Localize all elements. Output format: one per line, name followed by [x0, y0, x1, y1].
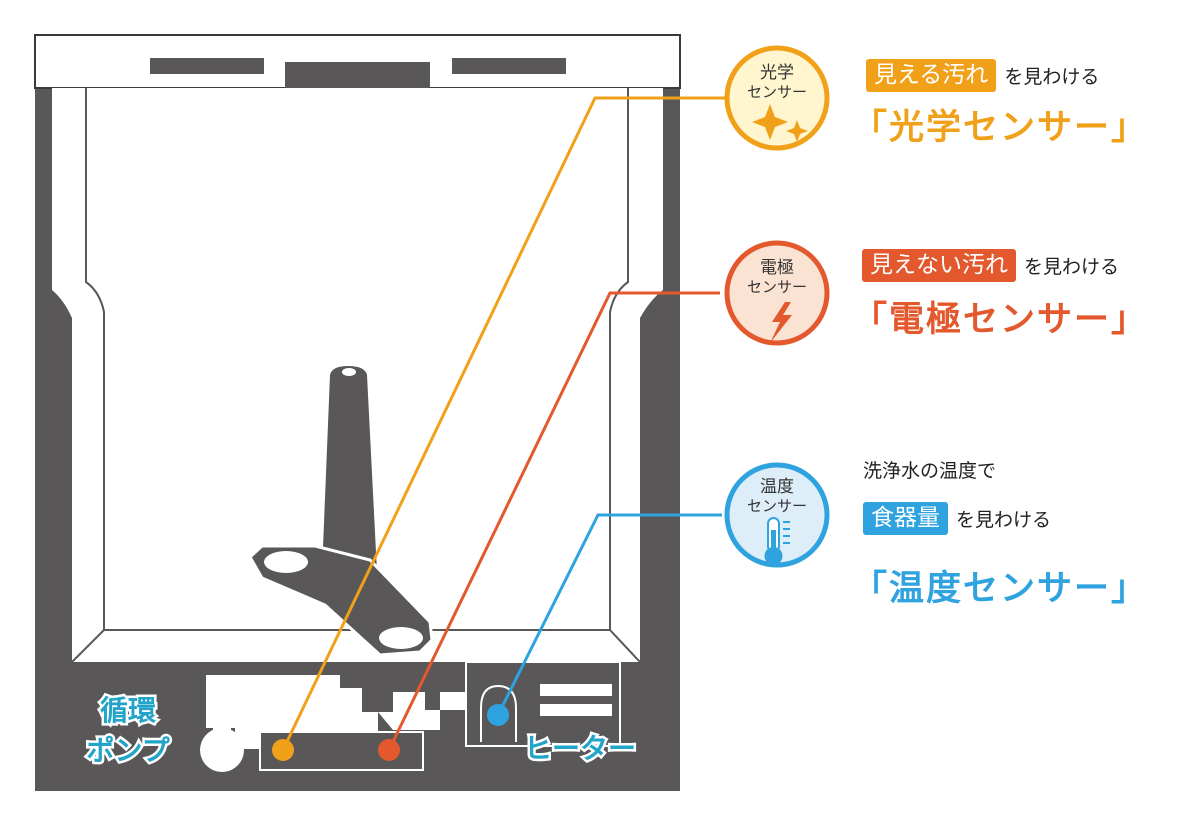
- sump-block: [440, 692, 470, 710]
- electrode-badge-line2: センサー: [747, 278, 807, 296]
- pump-outlet: [236, 737, 260, 749]
- thermal-tag-suffix: を見わける: [956, 509, 1052, 531]
- thermal-description: 食器量を見わける: [863, 502, 1051, 535]
- lid-slot-left: [150, 58, 264, 74]
- thermal-sensor-badge: [724, 462, 830, 568]
- circulation-pump: [200, 728, 244, 772]
- thermal-connector-line: [496, 513, 722, 716]
- heater-block-top: [540, 684, 612, 696]
- heater-block-bottom: [540, 704, 612, 716]
- circulation-pump-label-line1: 循環: [100, 694, 157, 727]
- lightning-icon: [770, 302, 792, 343]
- optical-connector-line: [281, 96, 728, 751]
- optical-tag-suffix: を見わける: [1004, 66, 1100, 88]
- electrode-sensor-title: 「電極センサー」: [852, 300, 1149, 340]
- thermal-tag: 食器量: [863, 502, 948, 535]
- heater-label: ヒーター: [524, 732, 636, 765]
- optical-tag: 見える汚れ: [866, 59, 997, 92]
- electrode-tag: 見えない汚れ: [862, 249, 1016, 282]
- sparkle-icon: [752, 104, 808, 142]
- optical-badge-line2: センサー: [747, 83, 807, 101]
- electrode-tag-suffix: を見わける: [1024, 256, 1120, 278]
- spray-arm-hole-right: [379, 627, 423, 649]
- chamber-floor-right: [609, 629, 641, 663]
- spray-arm: [248, 544, 434, 657]
- circulation-pump-label-line2: ポンプ: [86, 734, 170, 767]
- thermal-sensor-point: [487, 704, 509, 726]
- electrode-sensor-point: [378, 739, 400, 761]
- optical-sensor-badge: [724, 45, 830, 151]
- thermometer-icon: [764, 517, 790, 565]
- heater-element: [480, 684, 517, 742]
- electrode-badge-line1: 電極: [760, 258, 794, 278]
- optical-sensor-point: [272, 739, 294, 761]
- optical-badge-line1: 光学: [760, 63, 794, 83]
- optical-description: 見える汚れを見わける: [866, 59, 1099, 92]
- electrode-sensor-badge: [724, 240, 830, 346]
- lid-slot-center: [285, 62, 430, 88]
- nozzle-tip: [342, 368, 356, 376]
- optical-sensor-title: 「光学センサー」: [852, 108, 1149, 148]
- electrode-connector-line: [387, 291, 720, 751]
- nozzle-tower: [322, 366, 377, 572]
- lid-slot-right: [452, 58, 566, 74]
- chamber-floor-left: [71, 629, 105, 663]
- thermal-sensor-title: 「温度センサー」: [852, 569, 1149, 609]
- thermal-badge-line1: 温度: [760, 477, 794, 497]
- thermal-badge-line2: センサー: [747, 497, 807, 515]
- electrode-description: 見えない汚れを見わける: [862, 249, 1119, 282]
- spray-arm-hole-left: [264, 551, 308, 573]
- sump-pipe-left: [206, 675, 378, 740]
- thermal-pre-line: 洗浄水の温度で: [863, 460, 997, 482]
